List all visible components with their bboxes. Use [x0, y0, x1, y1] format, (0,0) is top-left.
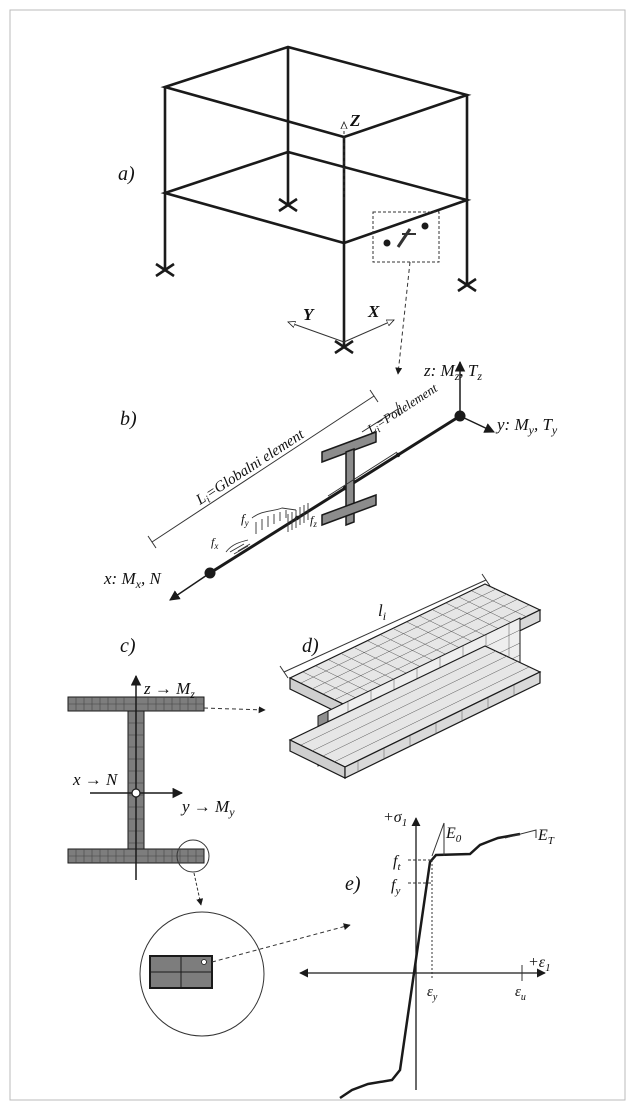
panel-b-label: b)	[120, 408, 137, 430]
panel-b-axis-y: y: My, Ty	[495, 415, 558, 437]
panel-d-length: li	[378, 601, 386, 623]
panel-d-mesh: d) li	[279, 573, 542, 779]
panel-b-axis-x: x: Mx, N	[103, 569, 162, 591]
panel-c-axis-x: x → N	[72, 770, 119, 789]
support-icon	[155, 197, 477, 355]
load-fz-label: fz	[310, 513, 317, 529]
panel-c-axis-y: y → My	[180, 797, 235, 819]
panel-e-sigma: +σ1	[383, 809, 407, 829]
panel-e-eps: +ε1	[528, 954, 551, 974]
sub-element-label: Li=Podelement	[364, 380, 442, 440]
panel-c-section: c) z → Mz x →	[67, 635, 351, 1037]
panel-b-axis-z: z: Mz, Tz	[423, 361, 482, 383]
stress-strain-curve	[339, 832, 521, 1100]
panel-e-stress-strain: e) +σ1 +ε1 ft fy E0 ET εy εu	[299, 809, 555, 1100]
panel-e-epsy: εy	[427, 984, 438, 1003]
panel-c-label: c)	[120, 635, 136, 657]
panel-d-label: d)	[302, 635, 319, 657]
panel-e-label: e)	[345, 873, 361, 895]
panel-e-epsu: εu	[515, 984, 526, 1003]
panel-b-element: b) z: Mz, Tz y: My, Ty x: Mx, N Li=Globa…	[103, 360, 558, 601]
panel-e-ft: ft	[393, 853, 401, 873]
global-element-label: Li=Globalni element	[193, 426, 309, 510]
i-section-3d	[321, 430, 377, 527]
distributed-loads	[225, 503, 309, 555]
panel-a-label: a)	[118, 163, 135, 185]
figure-border	[9, 9, 626, 1101]
panel-a-axis-z: Z	[349, 111, 360, 130]
panel-a-axis-x: X	[367, 302, 380, 321]
panel-c-axis-z: z → Mz	[143, 679, 195, 701]
load-fx-label: fx	[211, 535, 218, 551]
panel-a-frame: a) Z Y X	[118, 45, 477, 375]
load-fy-label: fy	[241, 511, 249, 528]
panel-e-e0: E0	[445, 825, 462, 845]
panel-e-et: ET	[537, 827, 555, 847]
panel-e-fy: fy	[391, 877, 400, 897]
panel-a-axis-y: Y	[303, 305, 315, 324]
